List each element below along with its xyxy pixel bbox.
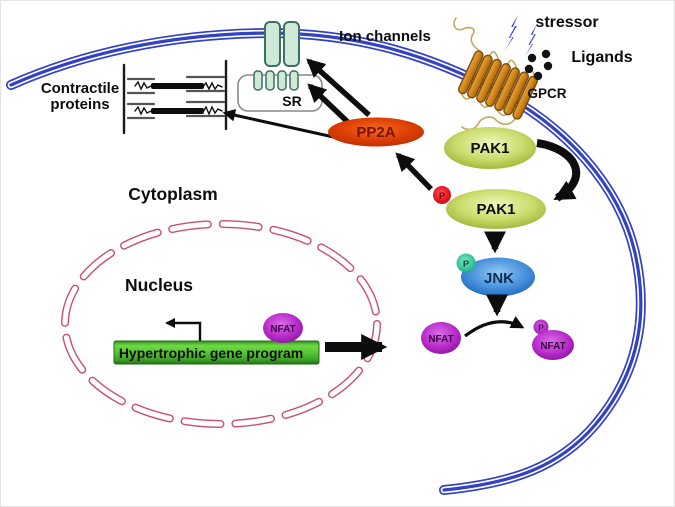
arrow-phospho-pak1-to-pp2a [395,152,433,191]
node-nfat-nuclear-label: NFAT [270,324,295,335]
thick-filament-bar [151,108,204,114]
arrow-pp2a-to-ion-channels [306,58,371,118]
gpcr-receptor [453,17,539,131]
label-ligands: Ligands [571,49,632,66]
label-cytoplasm: Cytoplasm [128,184,217,204]
node-nfat-phosphorylated: P NFAT [532,319,574,360]
phospho-badge-teal: P [456,253,476,273]
label-gpcr: GPCR [527,86,566,101]
node-pak1-lower: PAK1 [446,189,546,229]
node-nfat-nuclear: NFAT [263,313,303,343]
node-pp2a-label: PP2A [356,124,395,141]
sr-organelle: SR [237,70,323,112]
sr-pump-icon [277,70,287,91]
label-sr: SR [282,93,301,109]
node-pak1-lower-label: PAK1 [477,201,516,218]
phospho-badge-purple [533,319,549,335]
label-ion-channels: Ion channels [339,28,431,45]
phospho-badge-red-label: P [439,191,446,202]
arrow-pp2a-to-contractile-proteins [222,109,348,142]
arrow-nfat-phosphorylation [464,316,525,338]
node-nfat-phosphorylated-label: NFAT [540,341,565,352]
node-nfat-cytosolic-label: NFAT [428,334,453,345]
arrow-transcription-start [164,317,202,342]
stressor-lightning-icon [504,15,537,57]
sr-pump-icon [253,70,263,91]
ligand-dots-icon [524,49,553,81]
ion-channel-left [264,21,281,67]
ion-channel-pair [264,21,300,67]
node-jnk-label: JNK [484,270,514,287]
cell-membrane [6,27,646,495]
phospho-badge-purple-label: P [538,323,544,333]
node-pp2a: PP2A [328,117,424,147]
phospho-badge-teal-label: P [463,259,470,270]
node-nfat-cytosolic: NFAT [421,322,461,354]
gene-program-bar: Hypertrophic gene program [113,340,320,365]
titin-squiggle [202,105,223,116]
phospho-badge-red: P [433,186,451,204]
sr-pump-icon [265,70,275,91]
node-jnk: JNK [461,257,535,297]
gene-program-label: Hypertrophic gene program [119,345,303,361]
ion-channel-right [283,21,300,67]
contractile-proteins-sketch [122,59,228,135]
arrow-pak1-autophosphorylation [536,139,581,202]
gpcr-loops [453,17,536,131]
label-contractile-proteins-line1: Contractile [41,80,119,97]
node-pak1-upper-label: PAK1 [471,140,510,157]
sr-pump-icon [289,70,299,91]
label-contractile-proteins-line2: proteins [50,96,109,113]
label-nucleus: Nucleus [125,275,193,295]
gpcr-helices [457,50,539,120]
nucleus-envelope [61,220,381,428]
node-pak1-upper: PAK1 [444,127,536,169]
label-stressor: stressor [535,14,598,31]
titin-squiggle [202,81,223,91]
thick-filament-bar [151,83,204,89]
